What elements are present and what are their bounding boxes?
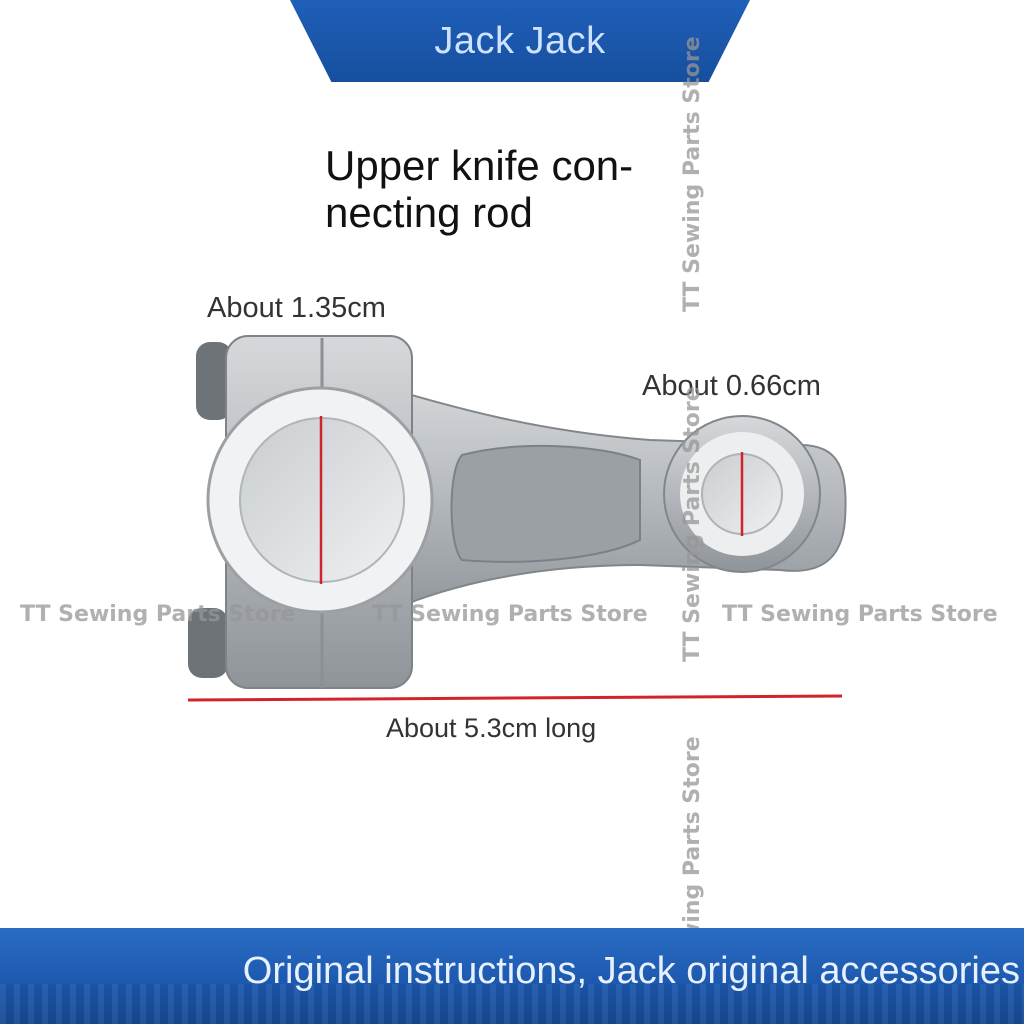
watermark-vertical-2: TT Sewing Parts Store: [680, 386, 705, 662]
header-banner: Jack Jack: [290, 0, 750, 82]
watermark-left: TT Sewing Parts Store: [20, 602, 296, 627]
watermark-vertical-1: TT Sewing Parts Store: [680, 36, 705, 312]
footer-banner: Original instructions, Jack original acc…: [0, 928, 1024, 1024]
footer-texture: [0, 984, 1024, 1024]
product-title: Upper knife con- necting rod: [325, 142, 705, 236]
bolt-top: [196, 342, 232, 420]
big-hole-diameter-label: About 1.35cm: [207, 292, 386, 324]
product-title-line2: necting rod: [325, 189, 533, 236]
watermark-right: TT Sewing Parts Store: [722, 602, 998, 627]
length-label: About 5.3cm long: [386, 713, 597, 743]
watermark-center: TT Sewing Parts Store: [372, 602, 648, 627]
product-title-line1: Upper knife con-: [325, 142, 634, 189]
rod-pocket: [450, 444, 641, 563]
small-hole-diameter-label: About 0.66cm: [642, 370, 821, 402]
brand-title: Jack Jack: [434, 20, 606, 62]
bolt-bottom: [188, 608, 228, 678]
length-measure-line: [187, 694, 843, 702]
footer-text: Original instructions, Jack original acc…: [242, 950, 1020, 992]
